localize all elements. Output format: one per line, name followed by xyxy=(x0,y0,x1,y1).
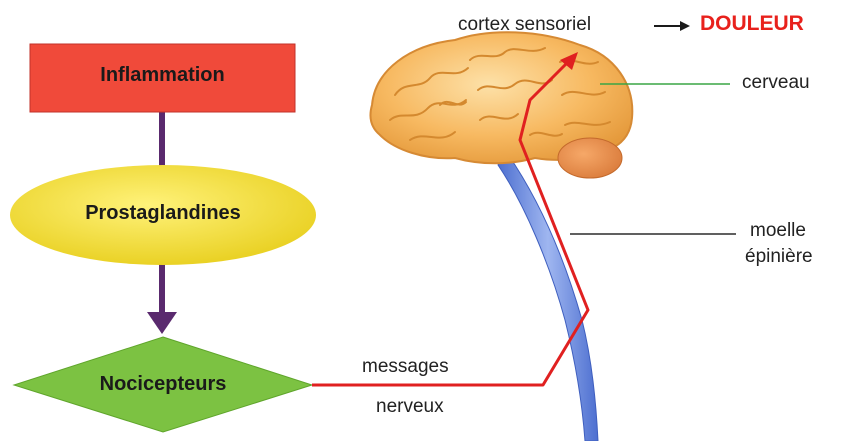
moelle-label: moelle xyxy=(750,220,806,242)
nocicepteurs-label: Nocicepteurs xyxy=(14,373,312,396)
cortex-arrow-icon xyxy=(680,21,690,31)
nerveux-label: nerveux xyxy=(376,396,444,418)
cerebellum-shape xyxy=(558,138,622,178)
douleur-label: DOULEUR xyxy=(700,12,804,36)
epiniere-label: épinière xyxy=(745,246,813,268)
messages-label: messages xyxy=(362,356,449,378)
prostaglandines-label: Prostaglandines xyxy=(10,202,316,225)
arrowhead-down-icon xyxy=(147,312,177,334)
inflammation-label: Inflammation xyxy=(30,64,295,87)
cerveau-label: cerveau xyxy=(742,72,810,94)
cortex-sensoriel-label: cortex sensoriel xyxy=(458,14,591,36)
